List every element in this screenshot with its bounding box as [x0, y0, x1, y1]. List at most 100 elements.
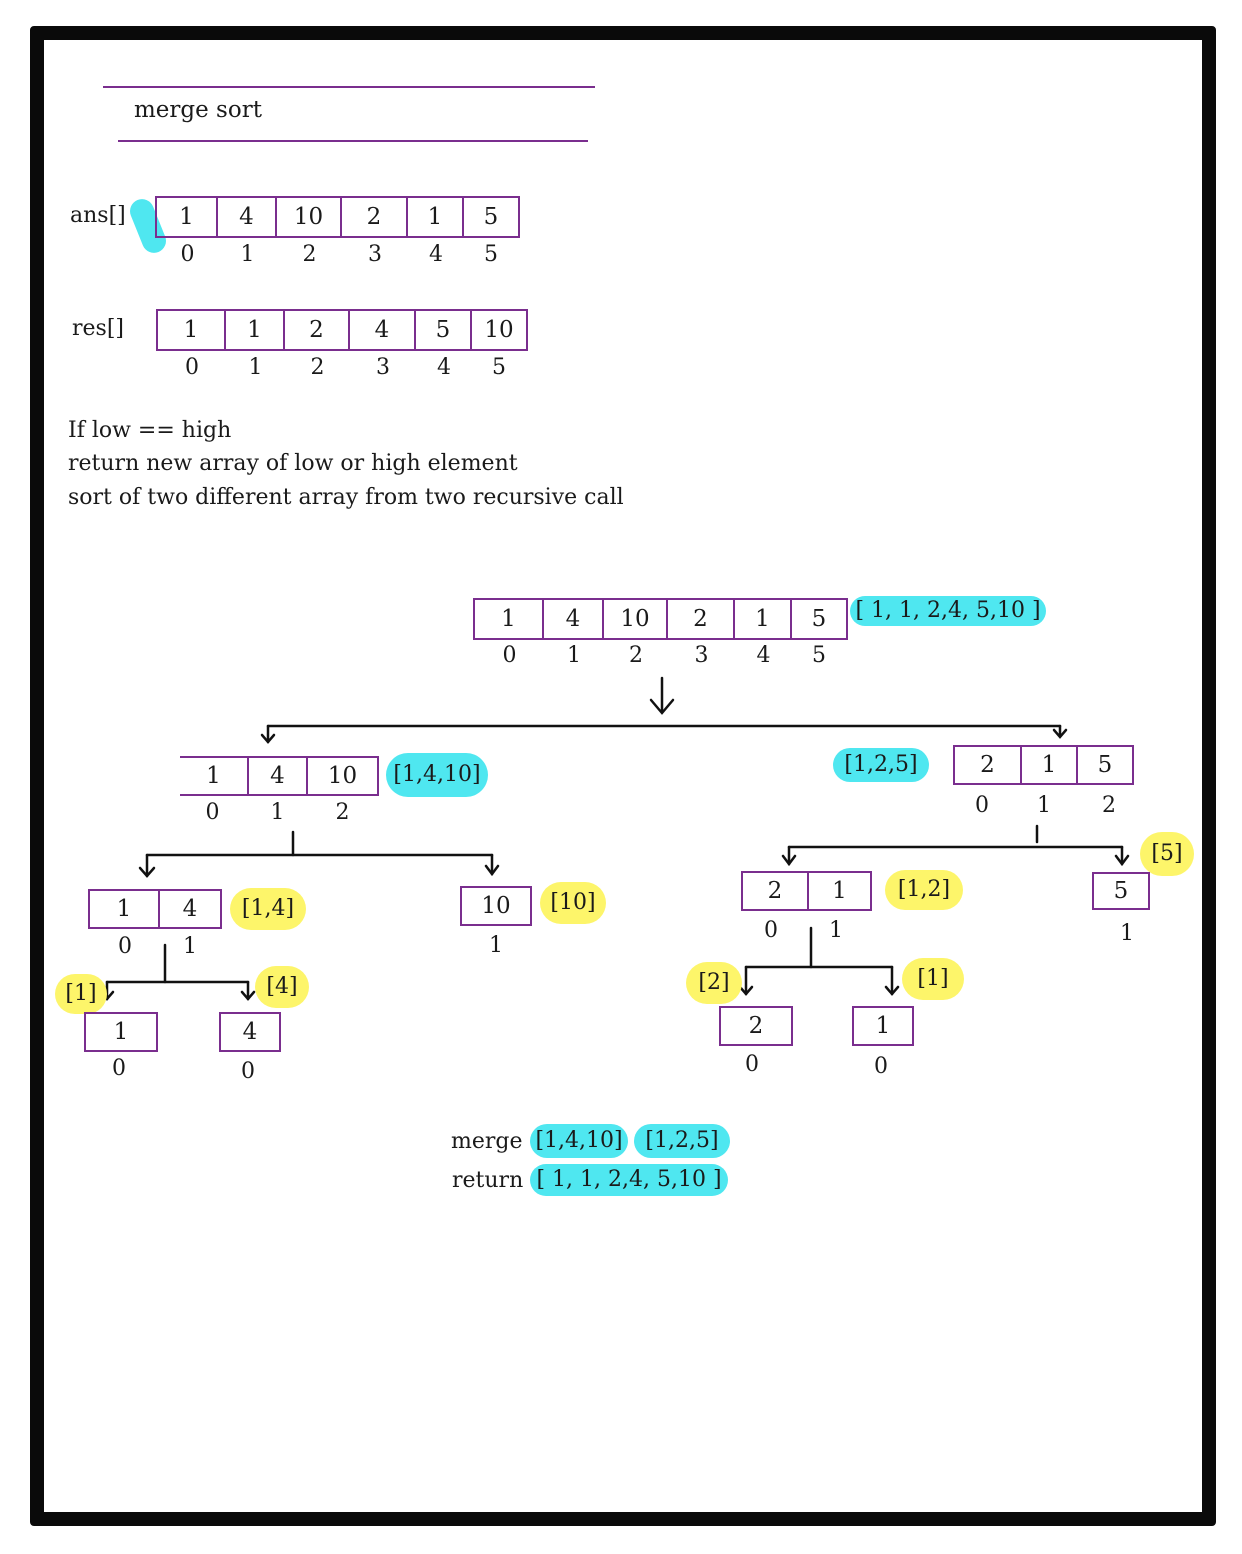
- leaf-ll-a-indices: 0: [84, 1056, 154, 1081]
- leaf-ll-b-result: [4]: [255, 966, 309, 1008]
- array-cell: 10: [604, 600, 668, 638]
- array-cell: 1: [226, 311, 285, 349]
- return-label: return: [452, 1168, 524, 1193]
- array-cell: 5: [1097, 752, 1113, 778]
- left-left-result: [1,4]: [230, 888, 306, 930]
- root-result: [ 1, 1, 2,4, 5,10 ]: [850, 596, 1046, 626]
- leaf-rl-b-indices: 0: [852, 1054, 910, 1079]
- array-index: 1: [489, 933, 503, 958]
- leaf-rl-b-result: [1]: [902, 958, 964, 1000]
- array-index: 2: [1102, 793, 1116, 818]
- array-cell: 1: [832, 878, 847, 904]
- array-cell: 10: [327, 763, 358, 789]
- array-index: 0: [118, 934, 132, 959]
- array-cell: 5: [811, 606, 827, 632]
- array-index: 1: [183, 934, 197, 959]
- array-index: 0: [502, 643, 517, 668]
- array-cell: 1: [158, 311, 226, 349]
- note-line-1: If low == high: [68, 418, 232, 443]
- array-cell: 1: [475, 600, 544, 638]
- leaf-rl-a-result: [2]: [686, 962, 742, 1004]
- array-cell: 2: [342, 198, 408, 236]
- array-cell: 4: [242, 1019, 258, 1045]
- array-index: 0: [112, 1056, 126, 1081]
- array-cell: 1: [735, 600, 792, 638]
- title-rule-bottom: [118, 140, 588, 142]
- array-index: 1: [240, 242, 255, 267]
- array-index: 0: [241, 1059, 255, 1084]
- array-index: 0: [185, 355, 199, 380]
- merge-label: merge: [451, 1129, 523, 1154]
- leaf-ll-a-array: 1: [84, 1012, 158, 1052]
- array-cell: 1: [157, 198, 218, 236]
- array-cell: 4: [218, 198, 277, 236]
- array-index: 0: [180, 242, 195, 267]
- array-cell: 1: [180, 758, 249, 794]
- note-line-3: sort of two different array from two rec…: [68, 485, 624, 510]
- array-cell: 4: [350, 311, 416, 349]
- array-cell: 1: [875, 1013, 891, 1039]
- leaf-rl-b-array: 1: [852, 1006, 914, 1046]
- array-cell: 4: [544, 600, 604, 638]
- right-left-result: [1,2]: [885, 870, 963, 910]
- array-index: 4: [756, 643, 771, 668]
- array-cell: 1: [90, 891, 160, 927]
- array-index: 2: [629, 643, 643, 668]
- right-right-result: [5]: [1140, 832, 1194, 876]
- array-index: 3: [376, 355, 390, 380]
- array-cell: 2: [285, 311, 350, 349]
- note-line-2: return new array of low or high element: [68, 451, 518, 476]
- page-frame: [30, 26, 1216, 1526]
- res-label: res[]: [72, 316, 124, 341]
- array-index: 4: [437, 355, 451, 380]
- left-right-result: [10]: [540, 882, 606, 924]
- array-index: 3: [694, 643, 709, 668]
- array-cell: 2: [955, 747, 1022, 783]
- array-cell: 10: [481, 893, 511, 919]
- leaf-rl-a-array: 2: [719, 1006, 793, 1046]
- array-cell: 4: [182, 896, 198, 922]
- ans-label: ans[]: [70, 203, 126, 228]
- array-cell: 1: [1022, 747, 1078, 783]
- left-indices: 0 1 2: [180, 800, 375, 825]
- array-index: 2: [335, 800, 350, 825]
- left-right-indices: 1: [462, 933, 530, 958]
- page-title: merge sort: [134, 97, 262, 123]
- array-index: 1: [270, 800, 285, 825]
- array-index: 0: [874, 1054, 888, 1079]
- array-index: 1: [567, 643, 581, 668]
- array-cell: 10: [277, 198, 342, 236]
- array-cell: 1: [113, 1019, 129, 1045]
- merge-left: [1,4,10]: [530, 1124, 628, 1158]
- array-index: 5: [492, 355, 506, 380]
- right-right-indices: 1: [1100, 921, 1154, 946]
- right-right-array: 5: [1092, 872, 1150, 910]
- array-cell: 2: [668, 600, 735, 638]
- array-index: 0: [975, 793, 989, 818]
- array-cell: 5: [483, 204, 499, 230]
- title-rule-top: [103, 86, 595, 88]
- return-value: [ 1, 1, 2,4, 5,10 ]: [530, 1164, 728, 1196]
- array-cell: 10: [484, 317, 514, 343]
- array-index: 1: [1120, 921, 1134, 946]
- leaf-ll-b-array: 4: [219, 1012, 281, 1052]
- array-index: 2: [302, 242, 317, 267]
- leaf-ll-b-indices: 0: [219, 1059, 277, 1084]
- array-index: 0: [205, 800, 220, 825]
- array-cell: 2: [743, 873, 809, 909]
- array-cell: 5: [1113, 878, 1129, 904]
- array-cell: 1: [408, 198, 464, 236]
- array-index: 1: [1037, 793, 1051, 818]
- leaf-ll-a-result: [1]: [55, 974, 107, 1014]
